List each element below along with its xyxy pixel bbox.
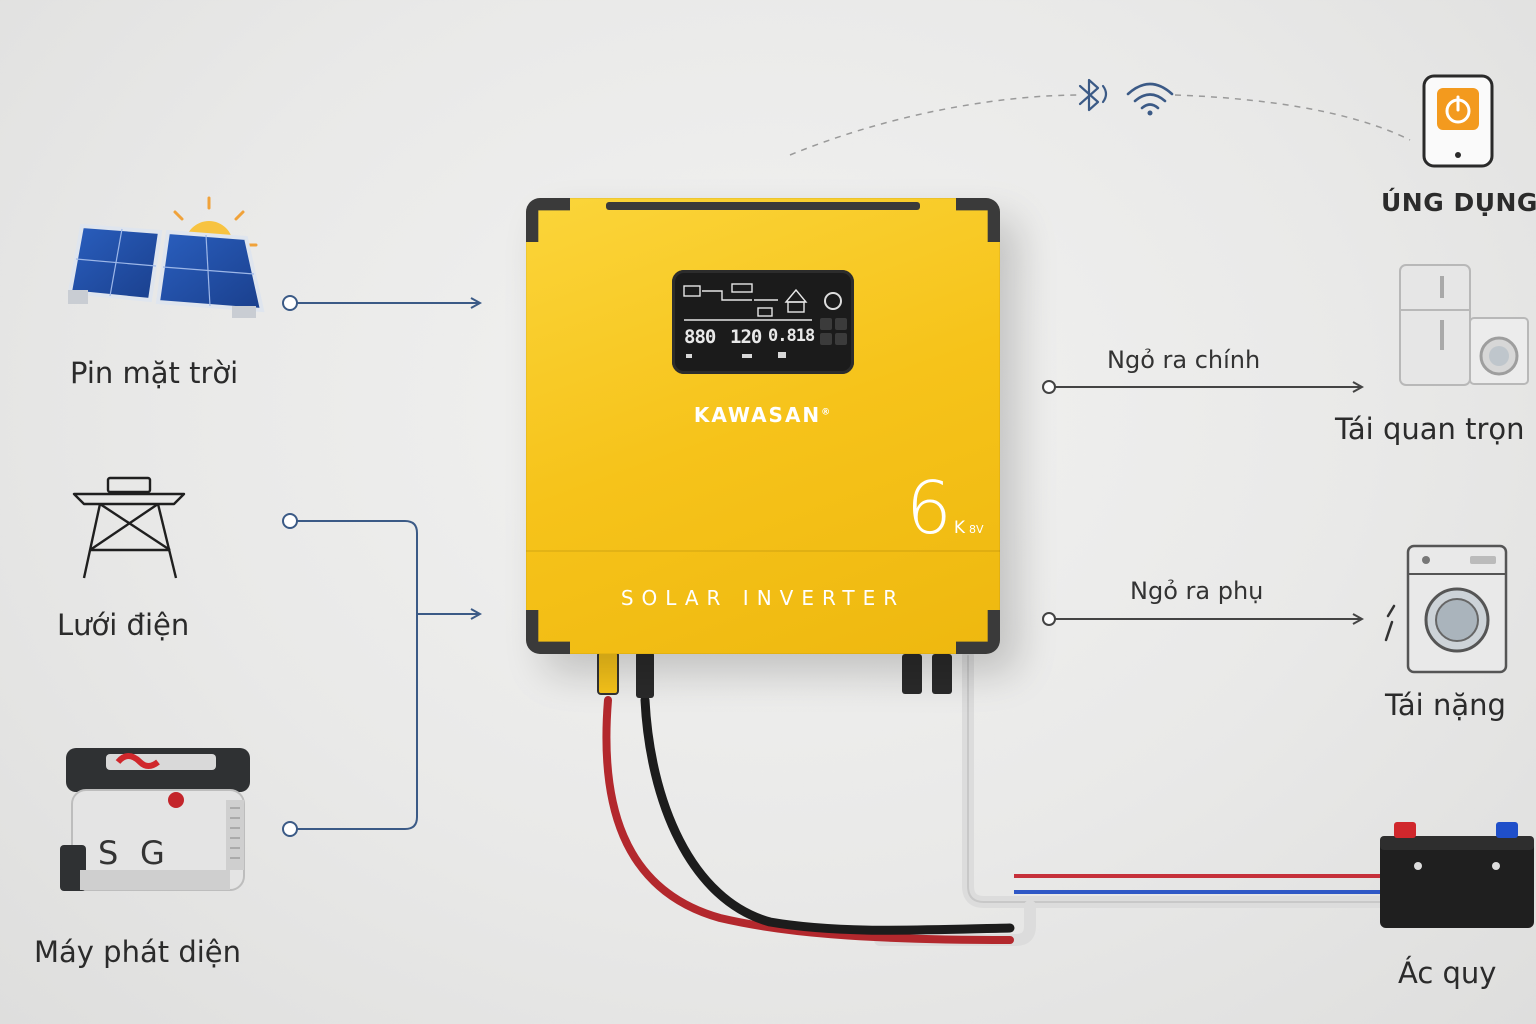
generator-icon xyxy=(60,748,250,891)
lcd-reading-left: 880 xyxy=(684,326,716,348)
aux-output-connector xyxy=(1042,612,1362,626)
solar-label: Pin mặt trời xyxy=(70,356,239,390)
main-load-label: Tái quan trọn xyxy=(1335,412,1525,446)
power-button[interactable] xyxy=(824,292,842,310)
aux-load-label: Tái nặng xyxy=(1385,688,1506,722)
washing-machine-icon xyxy=(1384,544,1508,674)
lcd-reading-right: 0.818 xyxy=(768,326,815,346)
battery-icon xyxy=(1380,822,1534,928)
grid-label: Lưới điện xyxy=(57,608,190,642)
conduit-pipes xyxy=(874,650,1396,946)
fridge-washer-icon xyxy=(1399,264,1529,386)
inverter-top-rail xyxy=(606,202,920,210)
wireless-arc xyxy=(789,94,1411,156)
corner-guard xyxy=(956,610,1000,654)
bluetooth-icon xyxy=(1078,78,1108,112)
grid-tower-icon xyxy=(72,476,186,579)
battery-label: Ác quy xyxy=(1398,956,1497,990)
app-label: ÚNG DỤNG xyxy=(1381,188,1536,217)
inverter-connectors xyxy=(597,651,952,698)
corner-guard xyxy=(526,610,570,654)
generator-letter-left: S xyxy=(98,834,119,872)
lcd-display: 880 120 0.818 xyxy=(672,270,854,374)
corner-guard xyxy=(956,198,1000,242)
panel-divider xyxy=(526,550,1000,552)
generator-label: Máy phát diện xyxy=(34,935,242,969)
keypad[interactable] xyxy=(820,318,848,346)
solar-connector xyxy=(282,295,480,311)
main-output-label: Ngỏ ra chính xyxy=(1107,346,1261,374)
phone-app-icon xyxy=(1422,74,1494,168)
solar-panel-icon xyxy=(67,196,265,318)
brand-logo: KAWASAN® xyxy=(526,403,1000,427)
brand-registered-mark: ® xyxy=(821,407,833,418)
brand-name: KAWASAN xyxy=(693,403,822,427)
main-output-connector xyxy=(1042,380,1362,394)
aux-output-label: Ngỏ ra phụ xyxy=(1130,577,1264,605)
product-line-label: SOLAR INVERTER xyxy=(620,586,906,610)
lcd-flow-graphic xyxy=(683,283,812,358)
corner-guard xyxy=(526,198,570,242)
model-unit: K xyxy=(953,518,965,538)
model-sub: 8V xyxy=(968,523,984,536)
lcd-reading-mid: 120 xyxy=(730,326,762,348)
model-number: 6 xyxy=(906,466,952,550)
inverter-cables xyxy=(602,695,1015,944)
grid-generator-connector xyxy=(282,513,480,837)
wifi-icon xyxy=(1126,82,1174,116)
generator-letter-right: G xyxy=(140,834,165,872)
